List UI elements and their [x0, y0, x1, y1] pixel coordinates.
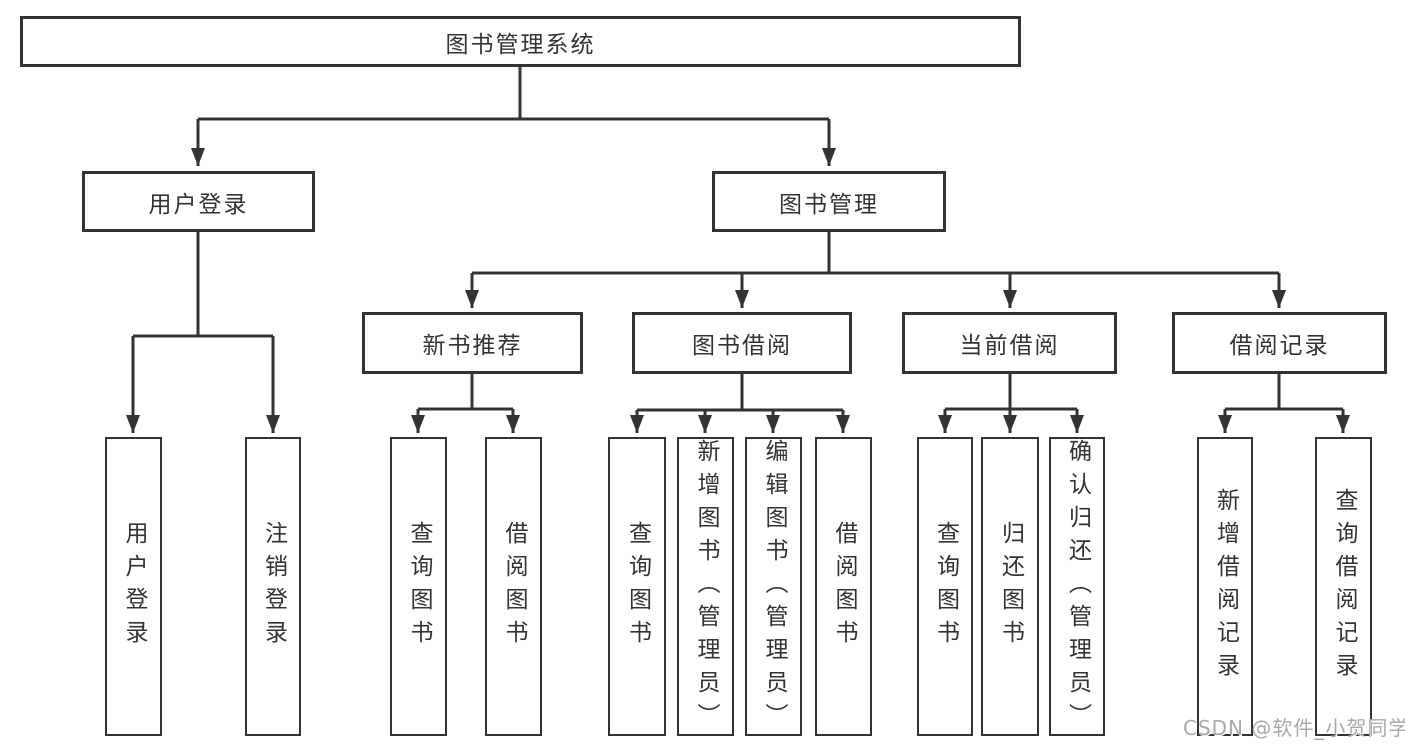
- node-book-management-label: 图书管理: [779, 191, 879, 218]
- leaf-bb-add-book-label: 新增图书（管理员）: [693, 439, 719, 736]
- leaf-br-add-record-label: 新增借阅记录: [1212, 487, 1239, 686]
- leaf-bb-query-book: 查询图书: [608, 437, 666, 736]
- node-new-book-recommend: 新书推荐: [362, 312, 583, 374]
- connector-book-borrow-children: [630, 374, 850, 433]
- leaf-cb-return-book: 归还图书: [981, 437, 1039, 736]
- connector-root-to-level2: [191, 67, 836, 166]
- leaf-rec-query-book-label: 查询图书: [406, 520, 432, 653]
- node-borrow-record-label: 借阅记录: [1229, 333, 1330, 359]
- leaf-bb-edit-book-label: 编辑图书（管理员）: [761, 439, 787, 736]
- node-current-borrow: 当前借阅: [902, 312, 1117, 374]
- csdn-watermark: CSDN @软件_小贺同学: [1183, 716, 1405, 740]
- leaf-bb-query-book-label: 查询图书: [624, 520, 651, 653]
- node-borrow-record: 借阅记录: [1172, 312, 1387, 374]
- leaf-bb-borrow-book: 借阅图书: [815, 437, 872, 736]
- leaf-br-query-record-label: 查询借阅记录: [1331, 487, 1357, 686]
- leaf-rec-borrow-book: 借阅图书: [485, 437, 542, 736]
- connector-book-management-children: [465, 232, 1286, 308]
- node-current-borrow-label: 当前借阅: [959, 333, 1060, 359]
- leaf-cb-confirm-return-label: 确认归还（管理员）: [1064, 439, 1091, 736]
- leaf-logout-label: 注销登录: [260, 520, 287, 653]
- connector-new-book-recommend-children: [411, 374, 520, 433]
- node-root-label: 图书管理系统: [445, 31, 596, 58]
- leaf-cb-query-book: 查询图书: [917, 437, 973, 736]
- node-book-management: 图书管理: [712, 171, 946, 232]
- leaf-br-add-record: 新增借阅记录: [1197, 437, 1253, 736]
- leaf-cb-confirm-return: 确认归还（管理员）: [1049, 437, 1105, 736]
- leaf-rec-borrow-book-label: 借阅图书: [501, 520, 527, 653]
- connector-user-login-children: [126, 232, 280, 433]
- node-user-login-label: 用户登录: [148, 191, 249, 218]
- leaf-bb-add-book: 新增图书（管理员）: [677, 437, 734, 736]
- leaf-cb-return-book-label: 归还图书: [997, 520, 1024, 653]
- connector-borrow-record-children: [1218, 374, 1350, 433]
- leaf-user-login-label: 用户登录: [121, 520, 147, 653]
- leaf-bb-edit-book: 编辑图书（管理员）: [745, 437, 802, 736]
- leaf-rec-query-book: 查询图书: [390, 437, 447, 736]
- connector-current-borrow-children: [938, 374, 1084, 433]
- node-root: 图书管理系统: [20, 16, 1021, 67]
- node-book-borrow-label: 图书借阅: [692, 333, 792, 359]
- leaf-bb-borrow-book-label: 借阅图书: [831, 520, 857, 653]
- node-new-book-recommend-label: 新书推荐: [422, 333, 523, 359]
- node-user-login: 用户登录: [82, 171, 315, 232]
- leaf-cb-query-book-label: 查询图书: [932, 520, 959, 653]
- leaf-logout: 注销登录: [245, 437, 301, 736]
- leaf-user-login: 用户登录: [105, 437, 162, 736]
- leaf-br-query-record: 查询借阅记录: [1315, 437, 1372, 736]
- node-book-borrow: 图书借阅: [632, 312, 852, 374]
